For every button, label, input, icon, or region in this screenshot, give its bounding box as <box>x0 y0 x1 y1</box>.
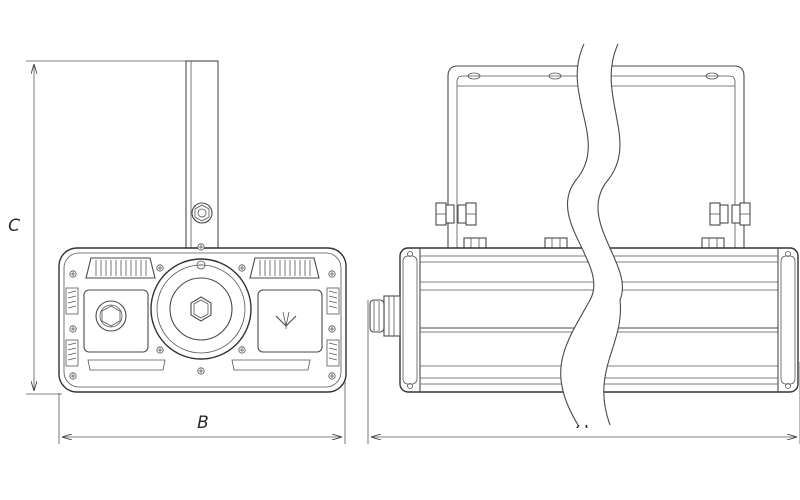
left-panel <box>83 289 149 353</box>
side-vents-left <box>65 287 79 367</box>
housing-end-cap <box>58 243 347 393</box>
bracket-bolt-left <box>435 202 477 226</box>
bracket-bolt-right <box>709 202 751 226</box>
mounting-bracket-side <box>185 60 219 249</box>
fins-right <box>249 257 320 279</box>
right-panel <box>257 289 323 353</box>
logo-icon <box>275 311 297 329</box>
width-dim-label: B <box>197 413 209 433</box>
break-lines <box>560 43 623 426</box>
side-view: A <box>367 43 800 444</box>
center-boss <box>150 258 252 360</box>
bottom-slots <box>87 359 311 371</box>
width-dimension: B <box>58 380 346 444</box>
height-dimension: C <box>8 60 186 395</box>
cable-gland <box>369 295 401 337</box>
fins-left <box>85 257 156 279</box>
height-dim-label: C <box>8 216 20 236</box>
side-vents-right <box>326 287 340 367</box>
end-view: C B <box>8 60 347 444</box>
